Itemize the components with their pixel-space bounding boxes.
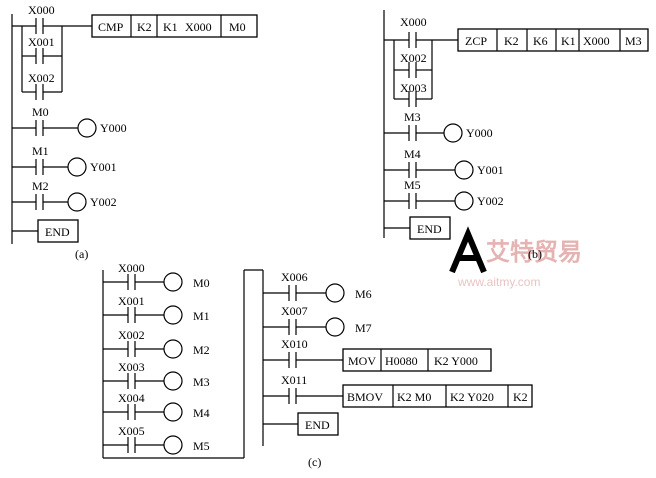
contact-label: X000 bbox=[28, 3, 55, 17]
instruction-arg-bmov-1: K2 M0 bbox=[397, 390, 431, 404]
contact-label: X000 bbox=[400, 15, 427, 29]
coil-label: Y001 bbox=[90, 160, 117, 174]
instruction-op-b: ZCP bbox=[465, 34, 487, 48]
end-block: END bbox=[305, 418, 330, 432]
watermark-logo bbox=[449, 226, 487, 274]
contact-label: X010 bbox=[281, 337, 308, 351]
contact-label: X006 bbox=[281, 270, 308, 284]
coil-label: M1 bbox=[193, 309, 210, 323]
watermark: 艾特贸易 www.aitmy.com bbox=[449, 226, 582, 289]
contact-label: X004 bbox=[118, 391, 145, 405]
contact-label: X002 bbox=[28, 71, 55, 85]
instruction-arg-b-4: X000 bbox=[583, 34, 610, 48]
instruction-arg-b-2: K6 bbox=[533, 34, 548, 48]
coil-label: Y002 bbox=[90, 195, 117, 209]
instruction-arg-b-1: K2 bbox=[504, 34, 519, 48]
coil-label: M3 bbox=[193, 375, 210, 389]
contact-label: M3 bbox=[404, 110, 421, 124]
end-block: END bbox=[45, 225, 70, 239]
coil-label: Y000 bbox=[100, 121, 127, 135]
caption-c: (c) bbox=[308, 455, 321, 469]
coil-label: M0 bbox=[193, 276, 210, 290]
contact-label: M5 bbox=[404, 178, 421, 192]
contact-label: M1 bbox=[32, 144, 49, 158]
contact-label: M4 bbox=[404, 147, 421, 161]
contact-label: X003 bbox=[400, 81, 427, 95]
instruction-arg-bmov-3: K2 bbox=[513, 390, 528, 404]
diagram-a: CMP K2 K1 X000 M0 X000 X001 X002 M0 Y000… bbox=[11, 3, 258, 261]
coil-label: M2 bbox=[193, 343, 210, 357]
contact-label: X001 bbox=[118, 294, 145, 308]
caption-a: (a) bbox=[75, 247, 88, 261]
coil-label: M6 bbox=[355, 287, 372, 301]
coil-label: Y001 bbox=[477, 163, 504, 177]
coil-label: M7 bbox=[355, 321, 372, 335]
contact-label: X002 bbox=[118, 328, 145, 342]
contact-label: X001 bbox=[28, 35, 55, 49]
contact-label: X011 bbox=[281, 373, 307, 387]
instruction-arg-a-1: K2 bbox=[137, 20, 152, 34]
instruction-arg-mov-1: H0080 bbox=[385, 354, 418, 368]
instruction-arg-bmov-2: K2 Y020 bbox=[450, 390, 494, 404]
instruction-arg-b-5: M3 bbox=[625, 34, 642, 48]
contact-label: X003 bbox=[118, 360, 145, 374]
caption-b: (b) bbox=[528, 247, 542, 261]
contact-label: X002 bbox=[400, 51, 427, 65]
diagram-b: ZCP K2 K6 K1 X000 M3 X000 X002 X003 M3 Y… bbox=[383, 10, 649, 261]
coil-label: Y000 bbox=[466, 126, 493, 140]
diagram-c: X000 X001 X002 X003 X004 X005 M0 M1 M2 M… bbox=[102, 261, 533, 469]
instruction-arg-a-3: X000 bbox=[185, 20, 212, 34]
watermark-url: www.aitmy.com bbox=[457, 275, 540, 289]
coil-label: Y002 bbox=[477, 194, 504, 208]
instruction-op-a: CMP bbox=[98, 20, 124, 34]
contact-label: X000 bbox=[118, 261, 145, 275]
contact-label: M0 bbox=[32, 105, 49, 119]
coil-label: M5 bbox=[193, 439, 210, 453]
instruction-arg-a-4: M0 bbox=[229, 20, 246, 34]
instruction-op-bmov: BMOV bbox=[347, 390, 383, 404]
instruction-arg-mov-2: K2 Y000 bbox=[434, 354, 478, 368]
coil-label: M4 bbox=[193, 406, 210, 420]
instruction-op-mov: MOV bbox=[348, 354, 376, 368]
contact-label: X005 bbox=[118, 424, 145, 438]
end-block: END bbox=[417, 222, 442, 236]
instruction-arg-b-3: K1 bbox=[561, 34, 576, 48]
instruction-arg-a-2: K1 bbox=[163, 20, 178, 34]
contact-label: M2 bbox=[32, 179, 49, 193]
watermark-brand: 艾特贸易 bbox=[486, 238, 582, 266]
contact-label: X007 bbox=[281, 304, 308, 318]
